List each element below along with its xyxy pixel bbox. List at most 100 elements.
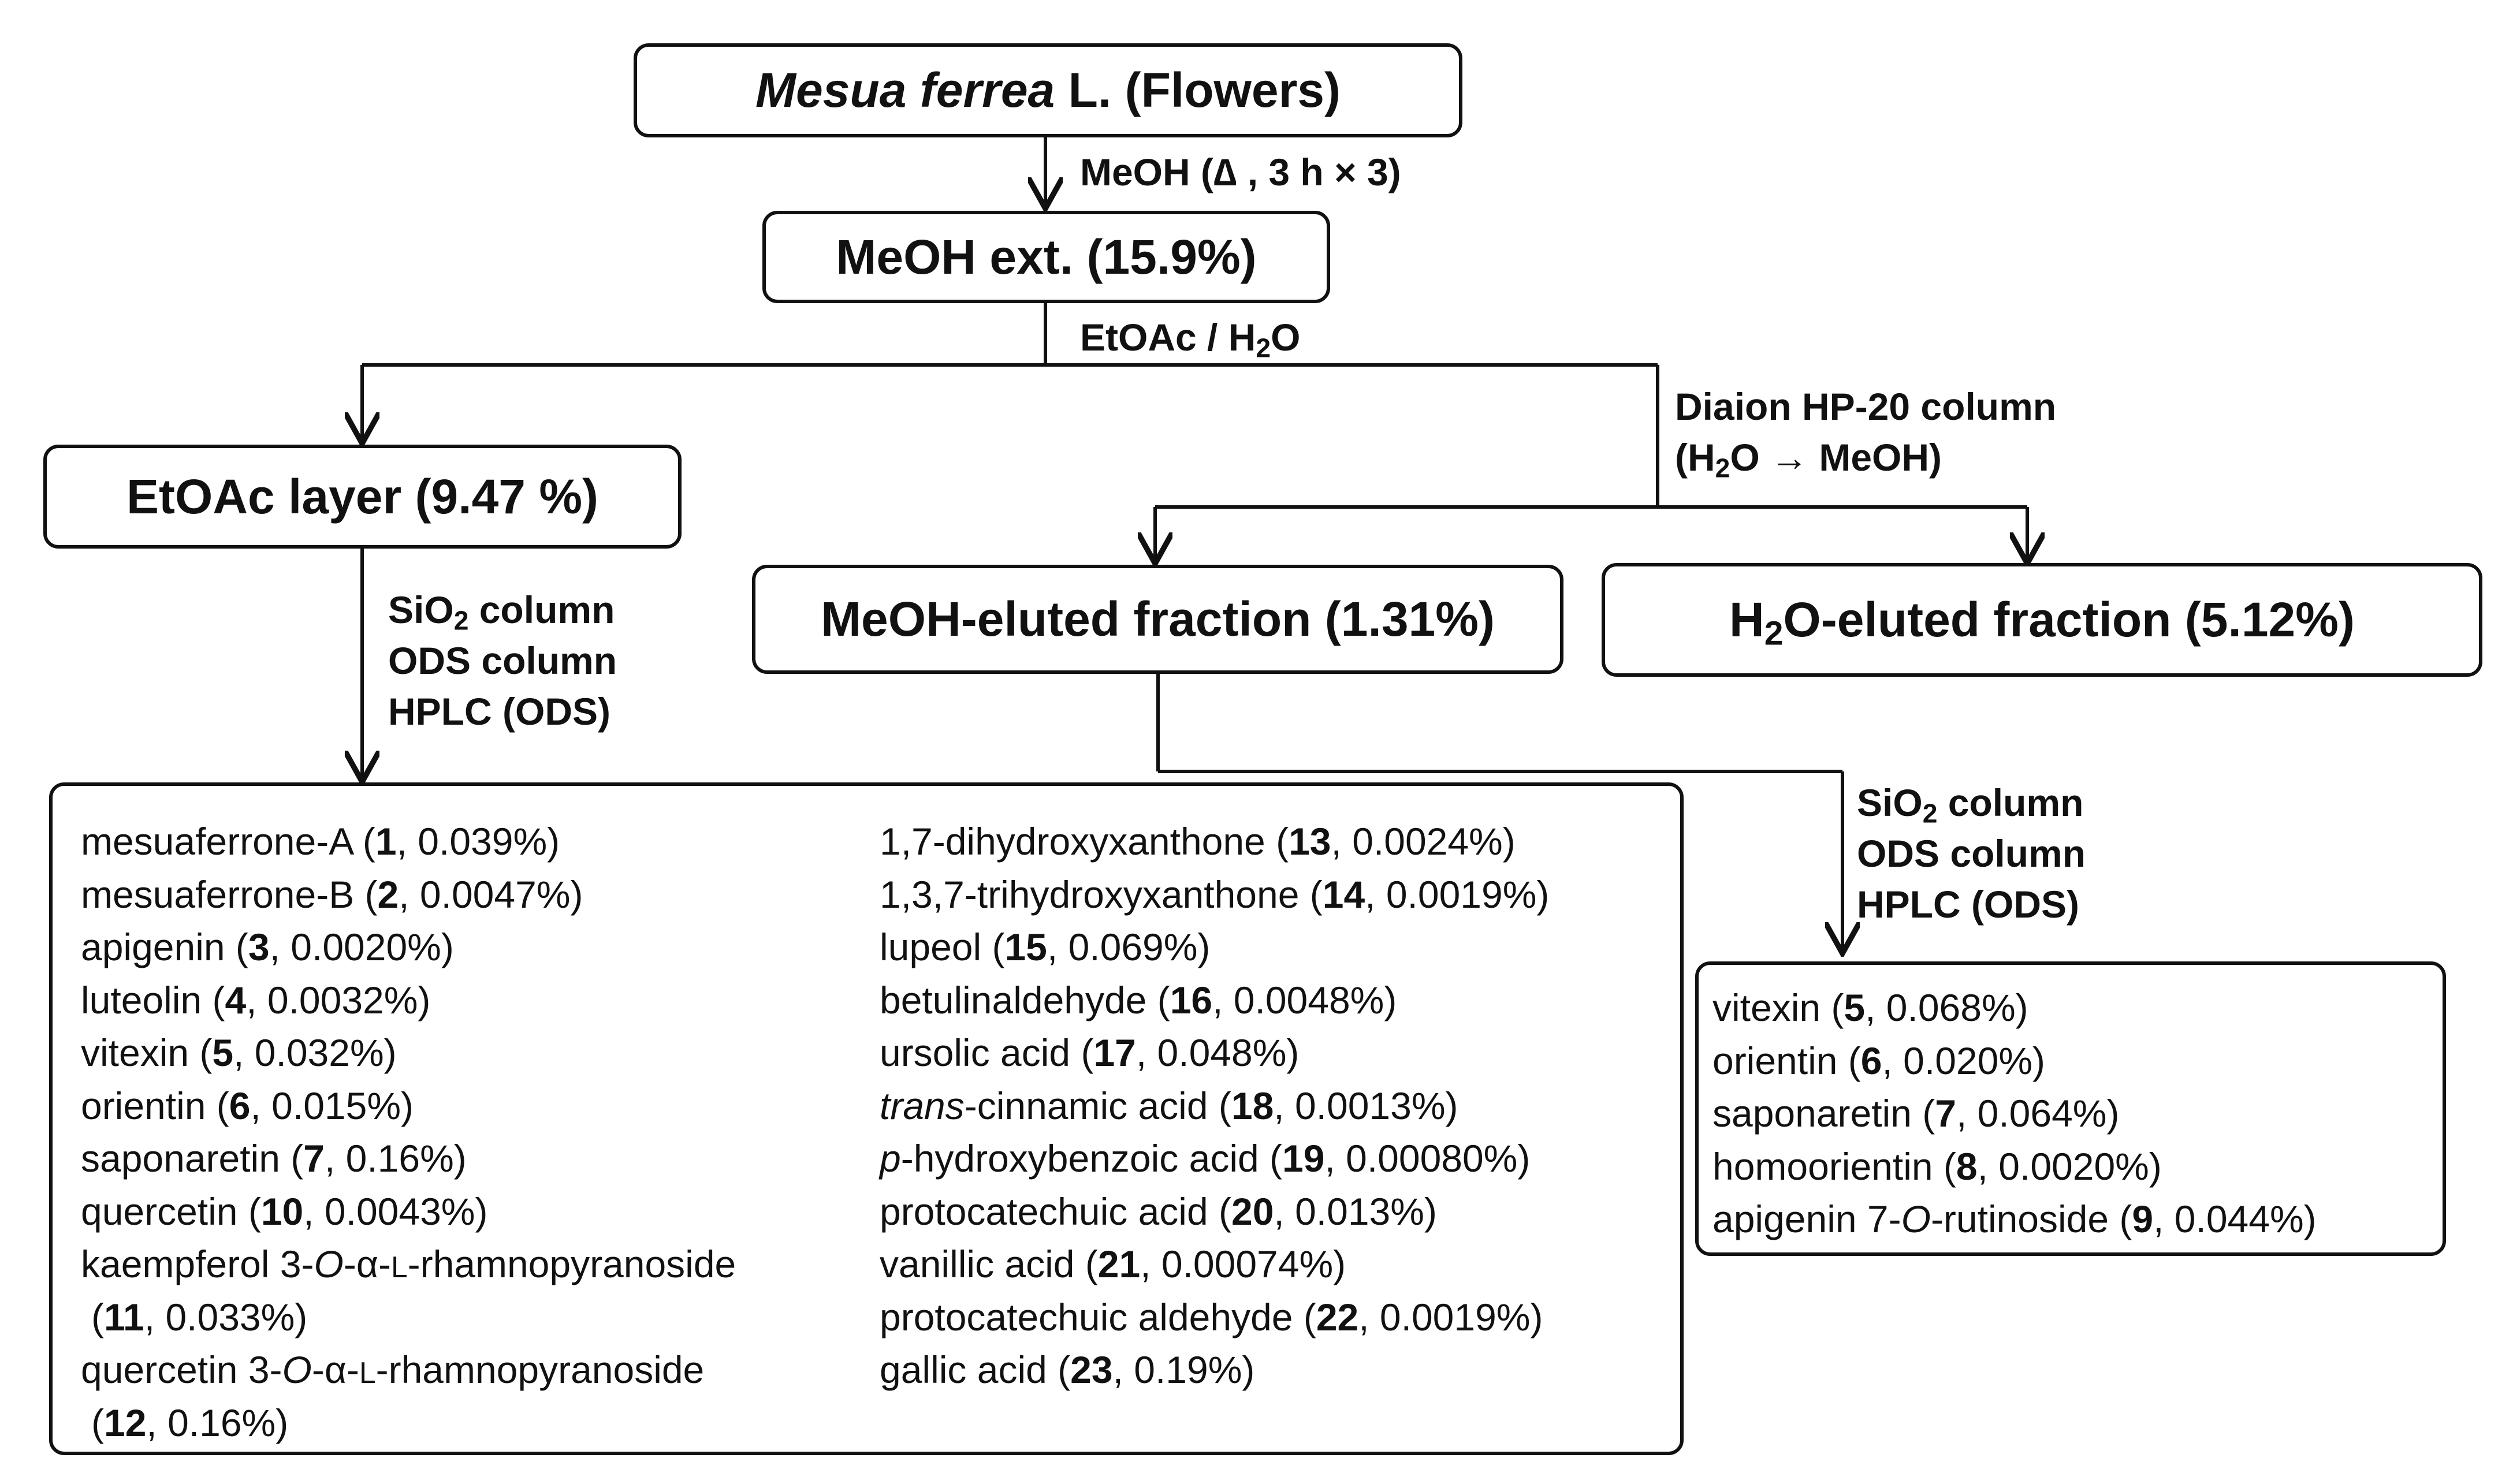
compound-number: 5: [212, 1031, 234, 1074]
compound-name: mesuaferrone-B (: [81, 872, 378, 916]
compound-yield: , 0.0047%): [399, 872, 583, 916]
compound-number: 22: [1316, 1295, 1359, 1338]
compound-yield: , 0.16%): [324, 1137, 467, 1180]
compound-name: luteolin (: [81, 978, 225, 1021]
compound-row: lupeol (15, 0.069%): [880, 921, 1549, 974]
compound-name: -rhamnopyranoside: [375, 1348, 705, 1391]
compound-number: 11: [103, 1295, 144, 1338]
compound-yield: , 0.0013%): [1274, 1084, 1458, 1127]
sio2-sub: 2: [453, 605, 469, 636]
sio2-sub: 2: [1922, 798, 1938, 829]
compound-row-continued: (12, 0.16%): [81, 1397, 736, 1450]
compound-row: vanillic acid (21, 0.00074%): [880, 1238, 1549, 1291]
compound-name-smallcaps: L: [390, 1250, 408, 1284]
compound-number: 13: [1289, 820, 1331, 863]
compound-number: 9: [2132, 1198, 2154, 1240]
compound-row: kaempferol 3-O-α-L-rhamnopyranoside: [81, 1238, 736, 1291]
meoh-fraction-box: MeOH-eluted fraction (1.31%): [752, 565, 1563, 674]
compound-paren: (: [91, 1401, 104, 1444]
h2o-sub: 2: [1764, 614, 1784, 652]
compound-row: vitexin (5, 0.068%): [1712, 982, 2317, 1035]
compound-yield: , 0.020%): [1882, 1039, 2046, 1082]
meoh-extract-box: MeOH ext. (15.9%): [762, 211, 1330, 303]
compound-name: -α-: [343, 1243, 391, 1285]
diaion-line2-sub: 2: [1715, 453, 1730, 483]
hplc-label: HPLC (ODS): [1857, 883, 2079, 926]
diaion-line2-post: O → MeOH): [1730, 436, 1942, 479]
compound-row: saponaretin (7, 0.064%): [1712, 1087, 2317, 1140]
meoh-extract-label: MeOH ext. (15.9%): [836, 229, 1257, 284]
compound-number: 17: [1093, 1031, 1136, 1074]
etoac-layer-label: EtOAc layer (9.47 %): [126, 469, 599, 524]
compound-yield: , 0.044%): [2153, 1198, 2317, 1240]
compound-row: protocatechuic aldehyde (22, 0.0019%): [880, 1291, 1549, 1344]
sio2-column-label: SiO2 column: [1857, 777, 2086, 828]
h2o-h: H: [1729, 592, 1764, 647]
compound-yield: , 0.069%): [1047, 926, 1211, 968]
compound-name: -hydroxybenzoic acid (: [900, 1137, 1283, 1180]
h2o-fraction-label: H2O-eluted fraction (5.12%): [1729, 592, 2355, 651]
compound-number: 2: [377, 872, 399, 916]
etoac-compound-list-left: mesuaferrone-A (1, 0.039%) mesuaferrone-…: [81, 815, 736, 1449]
compound-name: ursolic acid (: [880, 1031, 1094, 1074]
compound-number: 1: [375, 820, 397, 863]
compound-row: saponaretin (7, 0.16%): [81, 1132, 736, 1185]
compound-name: quercetin 3-: [81, 1348, 282, 1391]
compound-row-continued: (11, 0.033%): [81, 1291, 736, 1344]
compound-number: 20: [1231, 1190, 1274, 1233]
compound-name: protocatechuic acid (: [880, 1190, 1231, 1233]
compound-name: protocatechuic aldehyde (: [880, 1295, 1316, 1338]
diaion-line1: Diaion HP-20 column: [1675, 385, 2057, 428]
compound-number: 6: [229, 1084, 251, 1127]
compound-row: luteolin (4, 0.0032%): [81, 974, 736, 1027]
compound-yield: , 0.048%): [1135, 1031, 1300, 1074]
compound-row: betulinaldehyde (16, 0.0048%): [880, 974, 1549, 1027]
etoac-column-steps: SiO2 column ODS column HPLC (ODS): [388, 584, 617, 737]
plant-part: L. (Flowers): [1055, 63, 1341, 117]
compound-yield: , 0.0019%): [1358, 1295, 1543, 1338]
compound-row: quercetin 3-O-α-L-rhamnopyranoside: [81, 1344, 736, 1397]
compound-name-italic: O: [314, 1243, 344, 1285]
meoh-compound-list: vitexin (5, 0.068%) orientin (6, 0.020%)…: [1712, 982, 2317, 1246]
diaion-conditions: Diaion HP-20 column (H2O → MeOH): [1675, 381, 2056, 483]
compound-yield: , 0.013%): [1274, 1190, 1437, 1233]
extraction-label: MeOH (∆ , 3 h × 3): [1080, 151, 1401, 193]
compound-number: 23: [1070, 1348, 1113, 1391]
ods-column-label: ODS column: [1857, 832, 2086, 875]
compound-name-italic: O: [282, 1348, 312, 1391]
compound-row: ursolic acid (17, 0.048%): [880, 1027, 1549, 1080]
compound-row: protocatechuic acid (20, 0.013%): [880, 1185, 1549, 1239]
compound-number: 12: [103, 1401, 147, 1444]
compound-yield: , 0.015%): [250, 1084, 414, 1127]
compound-row: quercetin (10, 0.0043%): [81, 1185, 736, 1239]
compound-yield: , 0.00074%): [1140, 1243, 1346, 1285]
compound-name: saponaretin (: [1712, 1092, 1935, 1135]
compound-number: 5: [1844, 986, 1866, 1029]
compound-name: -α-: [311, 1348, 359, 1391]
h2o-rest: O-eluted fraction (5.12%): [1783, 592, 2355, 647]
compound-name: lupeol (: [880, 926, 1005, 968]
compound-name: -rhamnopyranoside: [407, 1243, 736, 1285]
meoh-compounds-box: [1695, 961, 2446, 1256]
sio2-post: column: [468, 588, 615, 631]
compound-number: 16: [1170, 978, 1213, 1021]
partition-pre: EtOAc / H: [1080, 316, 1256, 359]
compound-yield: , 0.0043%): [303, 1190, 488, 1233]
compound-number: 4: [225, 978, 247, 1021]
compound-row: gallic acid (23, 0.19%): [880, 1344, 1549, 1397]
compound-number: 15: [1004, 926, 1047, 968]
compound-name: kaempferol 3-: [81, 1243, 314, 1285]
compound-yield: , 0.0019%): [1365, 872, 1550, 916]
compound-row: orientin (6, 0.015%): [81, 1080, 736, 1133]
diaion-line2: (H2O → MeOH): [1675, 432, 2056, 483]
compound-yield: , 0.0024%): [1331, 820, 1516, 863]
partition-conditions: EtOAc / H2O: [1080, 312, 1300, 363]
compound-name: mesuaferrone-A (: [81, 820, 375, 863]
compound-yield: , 0.16%): [146, 1401, 289, 1444]
compound-name: betulinaldehyde (: [880, 978, 1170, 1021]
compound-paren: (: [91, 1295, 104, 1338]
compound-row: apigenin 7-O-rutinoside (9, 0.044%): [1712, 1193, 2317, 1246]
partition-post: O: [1271, 316, 1301, 359]
compound-yield: , 0.064%): [1956, 1092, 2120, 1135]
